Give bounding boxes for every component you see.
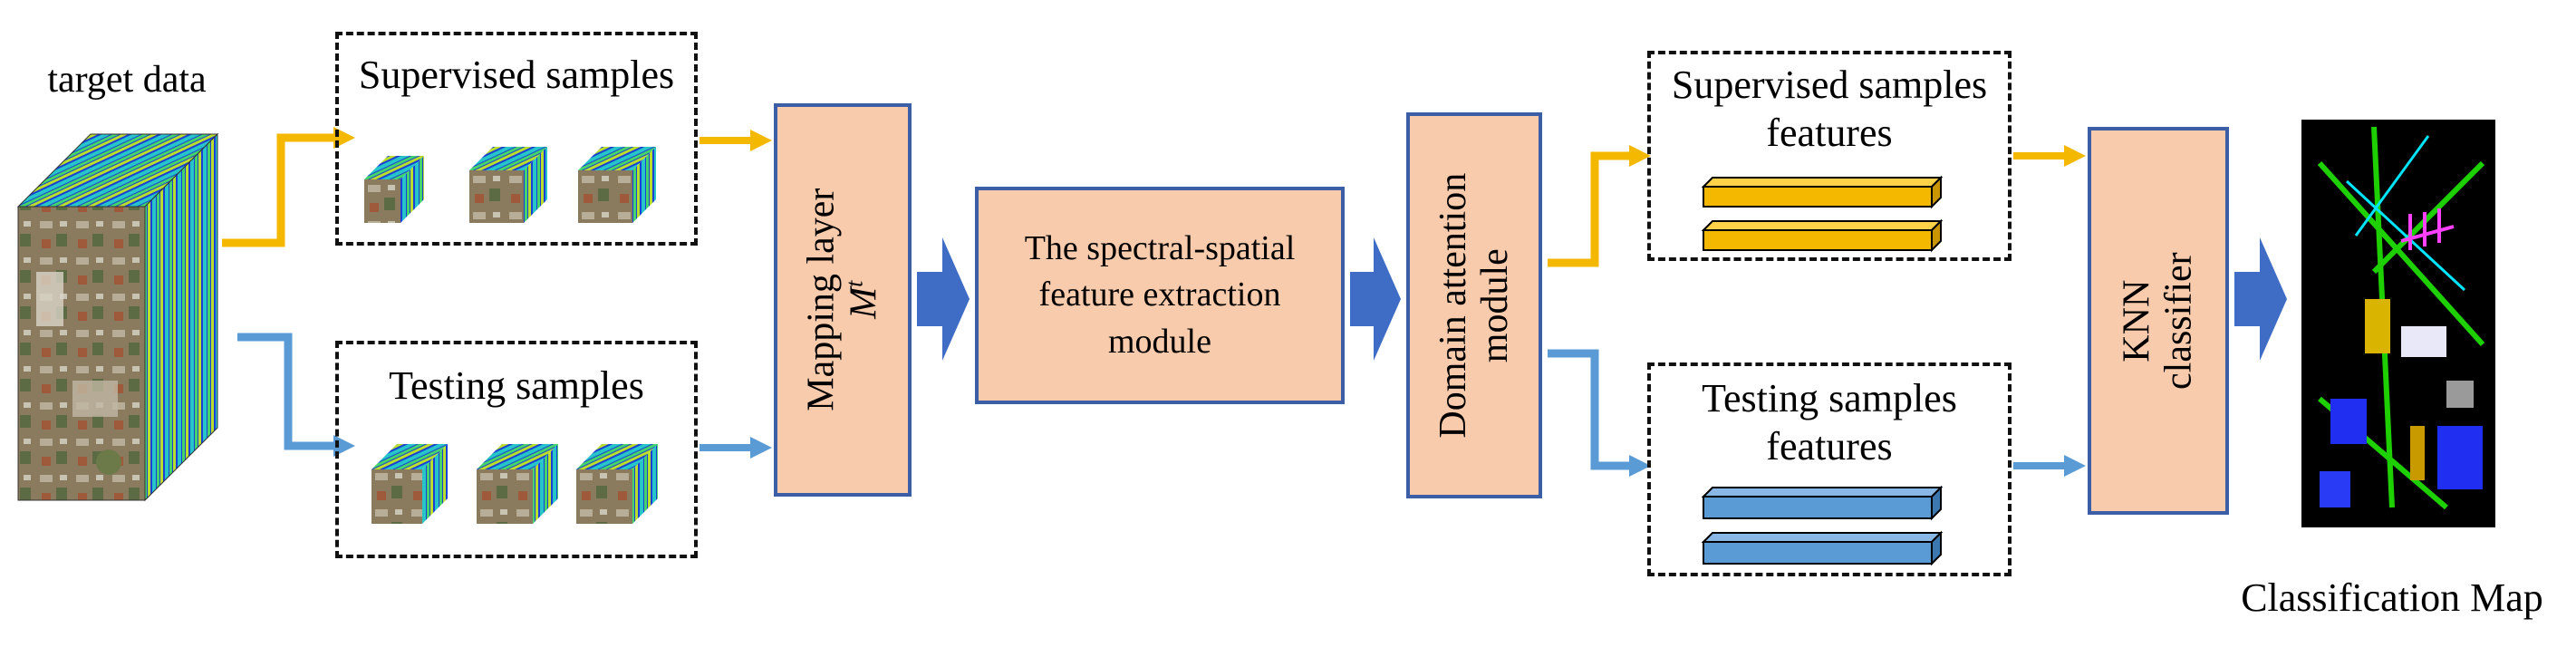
magenta-structure [2400, 208, 2455, 250]
flow-arrow-knn-to-map [2234, 237, 2287, 361]
knn-classifier-box: KNN classifier [2088, 127, 2229, 515]
mapping-layer-symbol: Mt [841, 280, 885, 320]
testing-branch-arrow [237, 333, 355, 457]
output-title: Classification Map [2241, 575, 2543, 620]
test-features-line-1: Testing samples [1702, 376, 1957, 420]
sup-features-line-2: features [1766, 110, 1893, 155]
testing-features-box: Testing samples features [1647, 362, 2012, 576]
extract-line-2: feature extraction [1038, 275, 1281, 314]
supervised-branch-arrow [222, 127, 355, 247]
knn-line-2: classifier [2158, 252, 2200, 390]
testing-sample-cubes [371, 444, 658, 524]
mapping-layer-box: Mapping layer Mt [774, 103, 912, 497]
supervised-to-mapping-arrow [699, 130, 772, 151]
sample-cube [364, 156, 424, 223]
sample-cube [371, 444, 448, 524]
spectral-spatial-module-box: The spectral-spatial feature extraction … [975, 187, 1345, 404]
sup-features-line-1: Supervised samples [1671, 63, 1988, 107]
domain-attention-box: Domain attention module [1406, 112, 1542, 498]
testing-features-to-knn-arrow [2013, 455, 2086, 477]
attention-line-2: module [1474, 248, 1516, 362]
mapping-layer-title: Mapping layer [800, 188, 843, 412]
testing-to-mapping-arrow [699, 437, 772, 459]
extract-line-1: The spectral-spatial [1024, 229, 1296, 268]
testing-feature-bars [1701, 485, 1944, 566]
supervised-samples-title: Supervised samples [358, 53, 675, 97]
testing-samples-box: Testing samples [335, 341, 698, 558]
domain-attention-label: Domain attention module [1433, 173, 1516, 439]
flow-arrow-mapping-to-extract [917, 237, 970, 361]
attention-to-supervised-features-arrow [1548, 145, 1651, 267]
mapping-layer-label: Mapping layer Mt [800, 188, 884, 411]
test-features-line-2: features [1766, 423, 1893, 469]
sample-cube [578, 147, 656, 223]
testing-samples-title: Testing samples [389, 363, 644, 408]
sample-cube [469, 147, 547, 223]
supervised-features-box: Supervised samples features [1647, 51, 2012, 261]
attention-to-testing-features-arrow [1548, 349, 1651, 477]
sample-cube [576, 444, 658, 524]
knn-line-1: KNN [2116, 279, 2158, 362]
extract-line-3: module [1108, 322, 1211, 361]
flow-arrow-extract-to-attention [1350, 237, 1401, 361]
supervised-feature-bars [1701, 175, 1944, 253]
input-title: target data [47, 59, 207, 101]
classification-map [2301, 120, 2495, 527]
input-cube [16, 132, 219, 502]
sample-cube [477, 444, 558, 524]
supervised-features-to-knn-arrow [2013, 145, 2086, 167]
supervised-samples-box: Supervised samples [335, 32, 698, 246]
attention-line-1: Domain attention [1432, 172, 1474, 439]
knn-label: KNN classifier [2117, 252, 2200, 390]
supervised-sample-cubes [364, 147, 656, 223]
